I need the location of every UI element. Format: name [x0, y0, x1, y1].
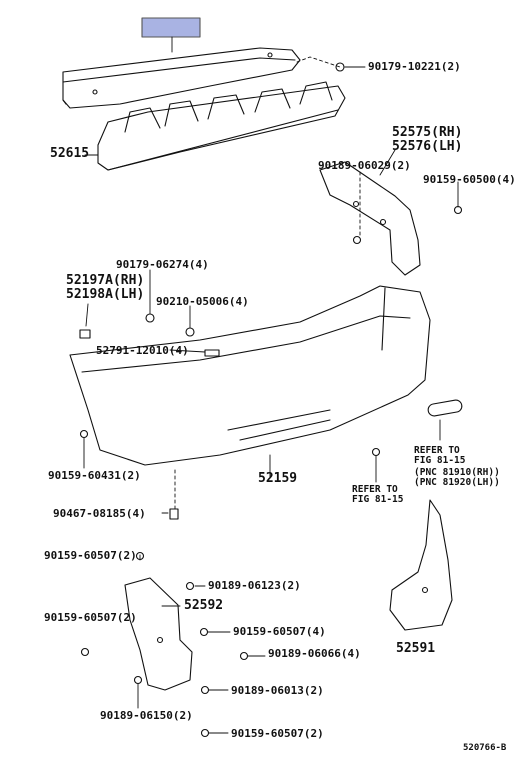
diagram-id: 520766-B [463, 743, 507, 753]
label-reinforcement: 52615 [50, 146, 90, 161]
label-extension: 52591 [396, 641, 436, 656]
label-clip: 90467-08185(4) [53, 507, 146, 520]
ref-center-line1: REFER TO [352, 484, 398, 495]
label-screw-c: 90159-60507(4) [233, 625, 326, 638]
label-screw-side: 90159-60431(2) [48, 469, 141, 482]
reinforcement-bar [62, 47, 301, 109]
label-screw-a: 90159-60507(2) [44, 549, 137, 562]
label-bolt-a: 90189-06123(2) [208, 579, 301, 592]
ref-center-line2: FIG 81-15 [352, 494, 404, 505]
label-bolt-d: 90189-06150(2) [100, 709, 193, 722]
label-screw-b: 90159-60507(2) [44, 611, 137, 624]
label-stud: 52791-12010(4) [96, 344, 189, 357]
lower-bracket [124, 577, 193, 691]
label-retainer-rh: 52575(RH) [392, 125, 463, 140]
label-side-rh: 52197A(RH) [66, 273, 145, 288]
label-nut-top: 90179-10221(2) [368, 60, 461, 73]
retainer-bracket [319, 161, 421, 276]
label-bolt-retainer: 90189-06029(2) [318, 159, 411, 172]
leader-lines [83, 36, 459, 734]
ref-right-line2: FIG 81-15 [414, 455, 466, 466]
highlight-box [141, 17, 201, 38]
label-nut-side: 90179-06274(4) [116, 258, 209, 271]
label-retainer-lh: 52576(LH) [392, 139, 463, 154]
reflector [427, 399, 463, 417]
ref-right-line1: REFER TO [414, 445, 460, 456]
label-bolt-b: 90189-06066(4) [268, 647, 361, 660]
energy-absorber [97, 81, 346, 171]
label-bumper-cover: 52159 [258, 471, 298, 486]
fastener-icons [79, 62, 463, 738]
extension [389, 499, 453, 631]
label-lower-bracket: 52592 [184, 598, 224, 613]
label-screw-right: 90159-60500(4) [423, 173, 516, 186]
ref-pnc-lh: (PNC 81920(LH)) [414, 477, 500, 488]
label-washer: 90210-05006(4) [156, 295, 249, 308]
label-side-lh: 52198A(LH) [66, 287, 145, 302]
label-screw-d: 90159-60507(2) [231, 727, 324, 740]
label-bolt-c: 90189-06013(2) [231, 684, 324, 697]
ref-pnc-rh: (PNC 81910(RH)) [414, 467, 500, 478]
bumper-cover [69, 285, 431, 466]
